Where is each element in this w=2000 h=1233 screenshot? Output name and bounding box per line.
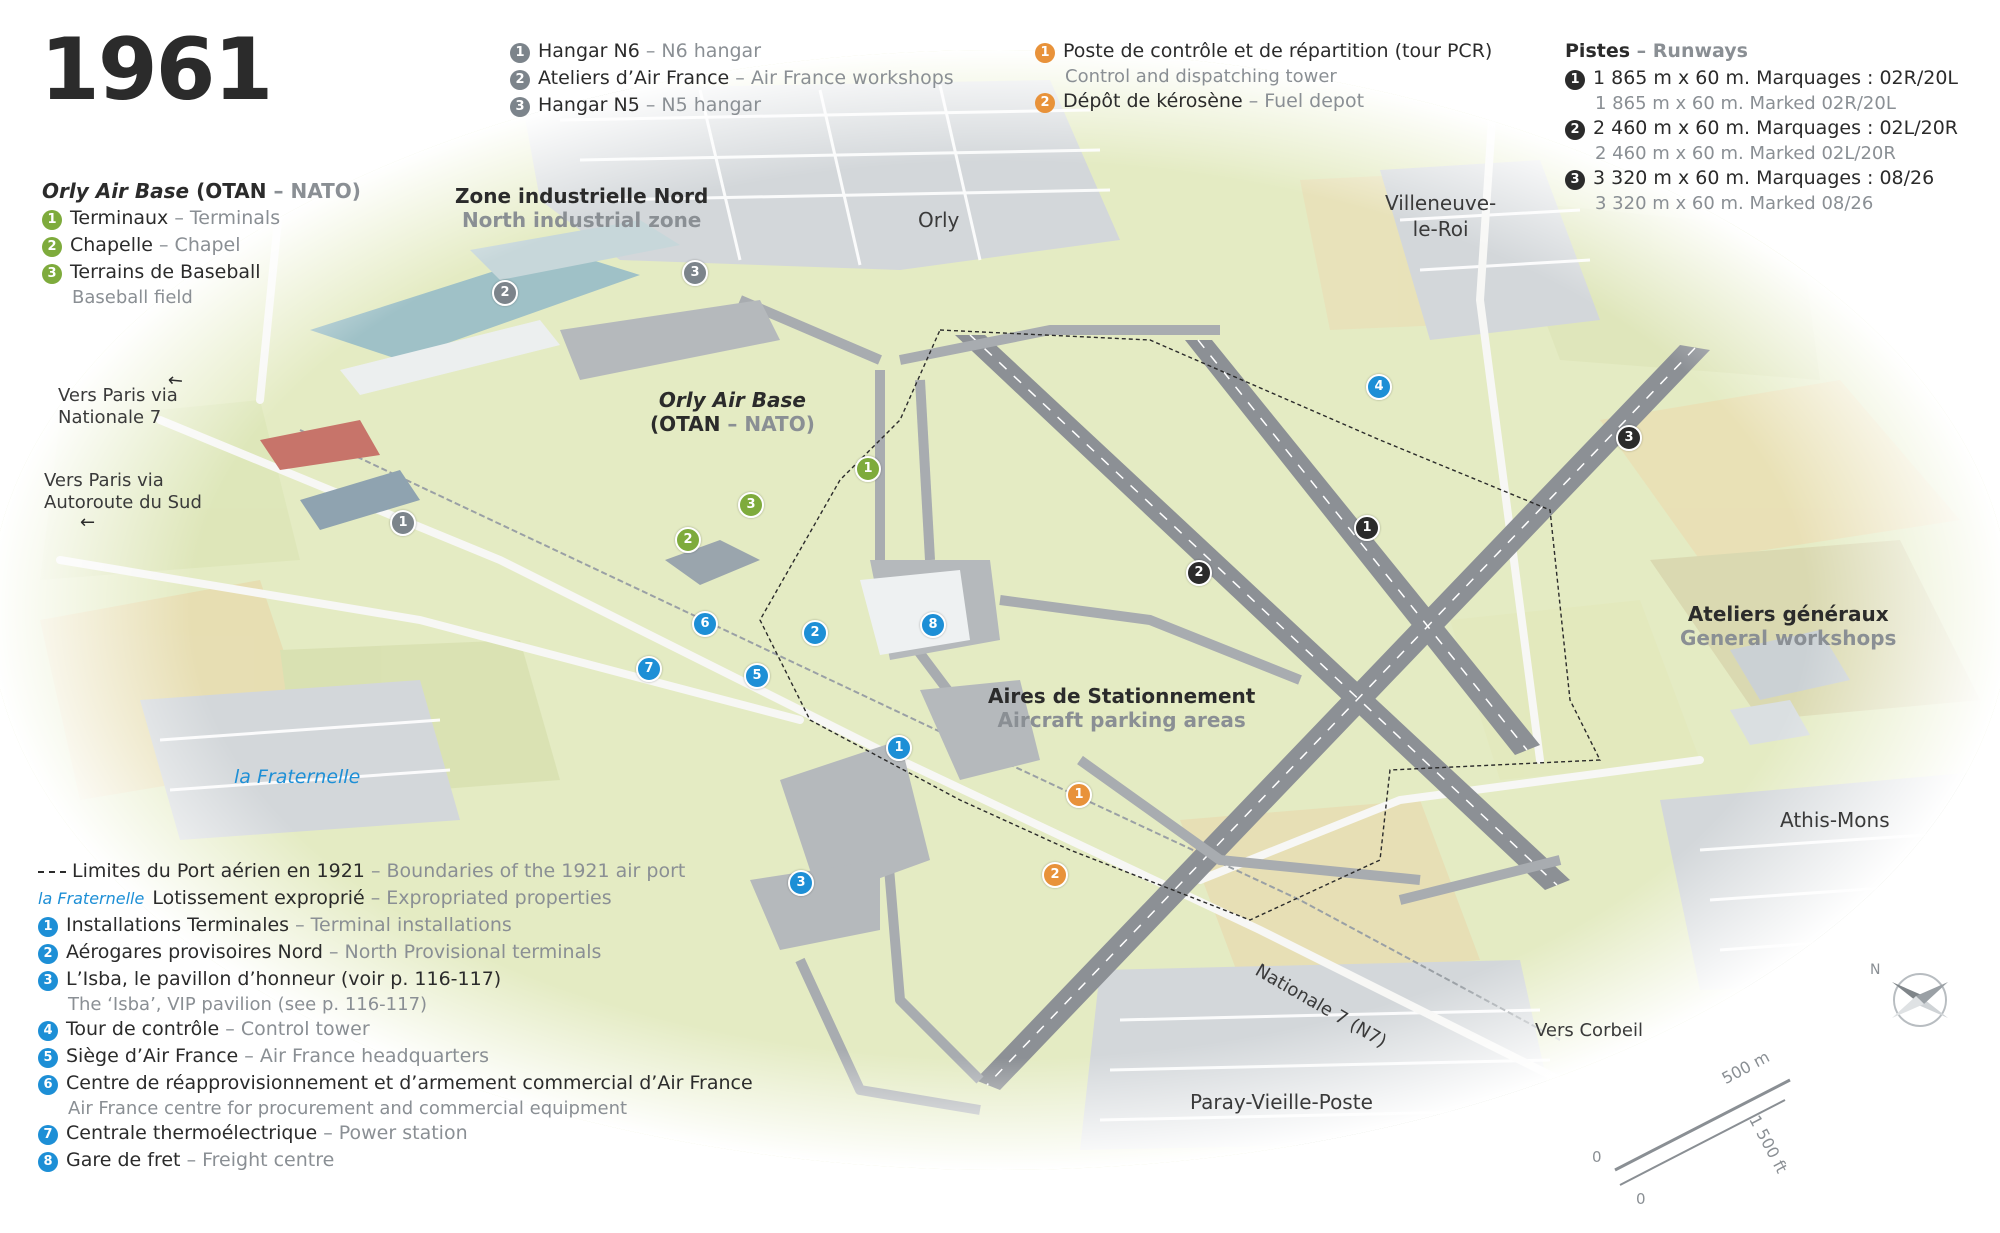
- map-marker-control-tower[interactable]: 4: [1366, 374, 1392, 400]
- boundary-legend-item: Limites du Port aérien en 1921 – Boundar…: [38, 858, 753, 885]
- number-badge: 1: [38, 917, 58, 937]
- label-general-workshops: Ateliers généraux General workshops: [1680, 602, 1897, 650]
- map-marker-af-procurement[interactable]: 6: [692, 611, 718, 637]
- map-marker-isba[interactable]: 3: [788, 870, 814, 896]
- map-marker-fuel-depot[interactable]: 2: [1042, 862, 1068, 888]
- number-badge: 1: [510, 43, 530, 63]
- number-badge: 3: [38, 971, 58, 991]
- label-fraternelle: la Fraternelle: [234, 766, 361, 788]
- compass-north-label: N: [1870, 962, 1881, 978]
- map-marker-hangar-3[interactable]: 3: [682, 260, 708, 286]
- label-vers-corbeil: Vers Corbeil: [1535, 1020, 1643, 1041]
- map-marker-terminals[interactable]: 1: [855, 456, 881, 482]
- label-orly-air-base: Orly Air Base (OTAN – NATO): [650, 388, 815, 436]
- map-marker-baseball[interactable]: 3: [738, 492, 764, 518]
- number-badge: 2: [1035, 93, 1055, 113]
- map-marker-runway-2[interactable]: 2: [1186, 560, 1212, 586]
- number-badge: 1: [1035, 43, 1055, 63]
- bottom-legend: Limites du Port aérien en 1921 – Boundar…: [38, 858, 753, 1174]
- map-marker-pcr-tower[interactable]: 1: [1066, 782, 1092, 808]
- number-badge: 2: [42, 237, 62, 257]
- scale-label-zero: 0: [1592, 1148, 1602, 1166]
- number-badge: 1: [1565, 70, 1585, 90]
- runways-legend-title: Pistes – Runways: [1565, 40, 1748, 62]
- number-badge: 5: [38, 1048, 58, 1068]
- map-marker-terminal-installations[interactable]: 1: [886, 735, 912, 761]
- number-badge: 4: [38, 1021, 58, 1041]
- map-marker-runway-1[interactable]: 1: [1354, 515, 1380, 541]
- number-badge: 8: [38, 1152, 58, 1172]
- map-marker-north-terminals[interactable]: 2: [802, 620, 828, 646]
- scale-label-zero: 0: [1636, 1190, 1646, 1208]
- map-marker-runway-3[interactable]: 3: [1616, 425, 1642, 451]
- number-badge: 2: [1565, 120, 1585, 140]
- map-marker-freight-centre[interactable]: 8: [920, 612, 946, 638]
- label-aircraft-parking: Aires de Stationnement Aircraft parking …: [988, 684, 1256, 732]
- label-paray-vieille-poste: Paray-Vieille-Poste: [1190, 1090, 1373, 1114]
- map-title: 1961: [40, 20, 273, 120]
- arrow-icon: ←: [80, 512, 96, 533]
- orly-base-legend-title: Orly Air Base (OTAN – NATO): [42, 179, 361, 203]
- number-badge: 6: [38, 1075, 58, 1095]
- label-villeneuve: Villeneuve- le-Roi: [1385, 191, 1497, 241]
- number-badge: 3: [510, 97, 530, 117]
- number-badge: 1: [42, 210, 62, 230]
- map-marker-hangar-1[interactable]: 1: [390, 510, 416, 536]
- number-badge: 7: [38, 1125, 58, 1145]
- map-marker-chapel[interactable]: 2: [675, 527, 701, 553]
- number-badge: 2: [38, 944, 58, 964]
- map-marker-af-hq[interactable]: 5: [744, 663, 770, 689]
- compass-rose: [1892, 973, 1948, 1027]
- label-vers-paris-n7: Vers Paris via Nationale 7: [58, 385, 178, 428]
- label-athis-mons: Athis-Mons: [1780, 808, 1890, 832]
- map-marker-hangar-2[interactable]: 2: [492, 280, 518, 306]
- label-vers-paris-a6: Vers Paris via Autoroute du Sud: [44, 470, 202, 513]
- label-north-industrial-zone: Zone industrielle Nord North industrial …: [455, 184, 709, 232]
- dashed-line-icon: [38, 870, 66, 873]
- map-marker-power-station[interactable]: 7: [636, 656, 662, 682]
- label-orly: Orly: [918, 208, 960, 232]
- scale-bar: [1614, 1078, 1791, 1186]
- number-badge: 3: [1565, 170, 1585, 190]
- number-badge: 2: [510, 70, 530, 90]
- number-badge: 3: [42, 264, 62, 284]
